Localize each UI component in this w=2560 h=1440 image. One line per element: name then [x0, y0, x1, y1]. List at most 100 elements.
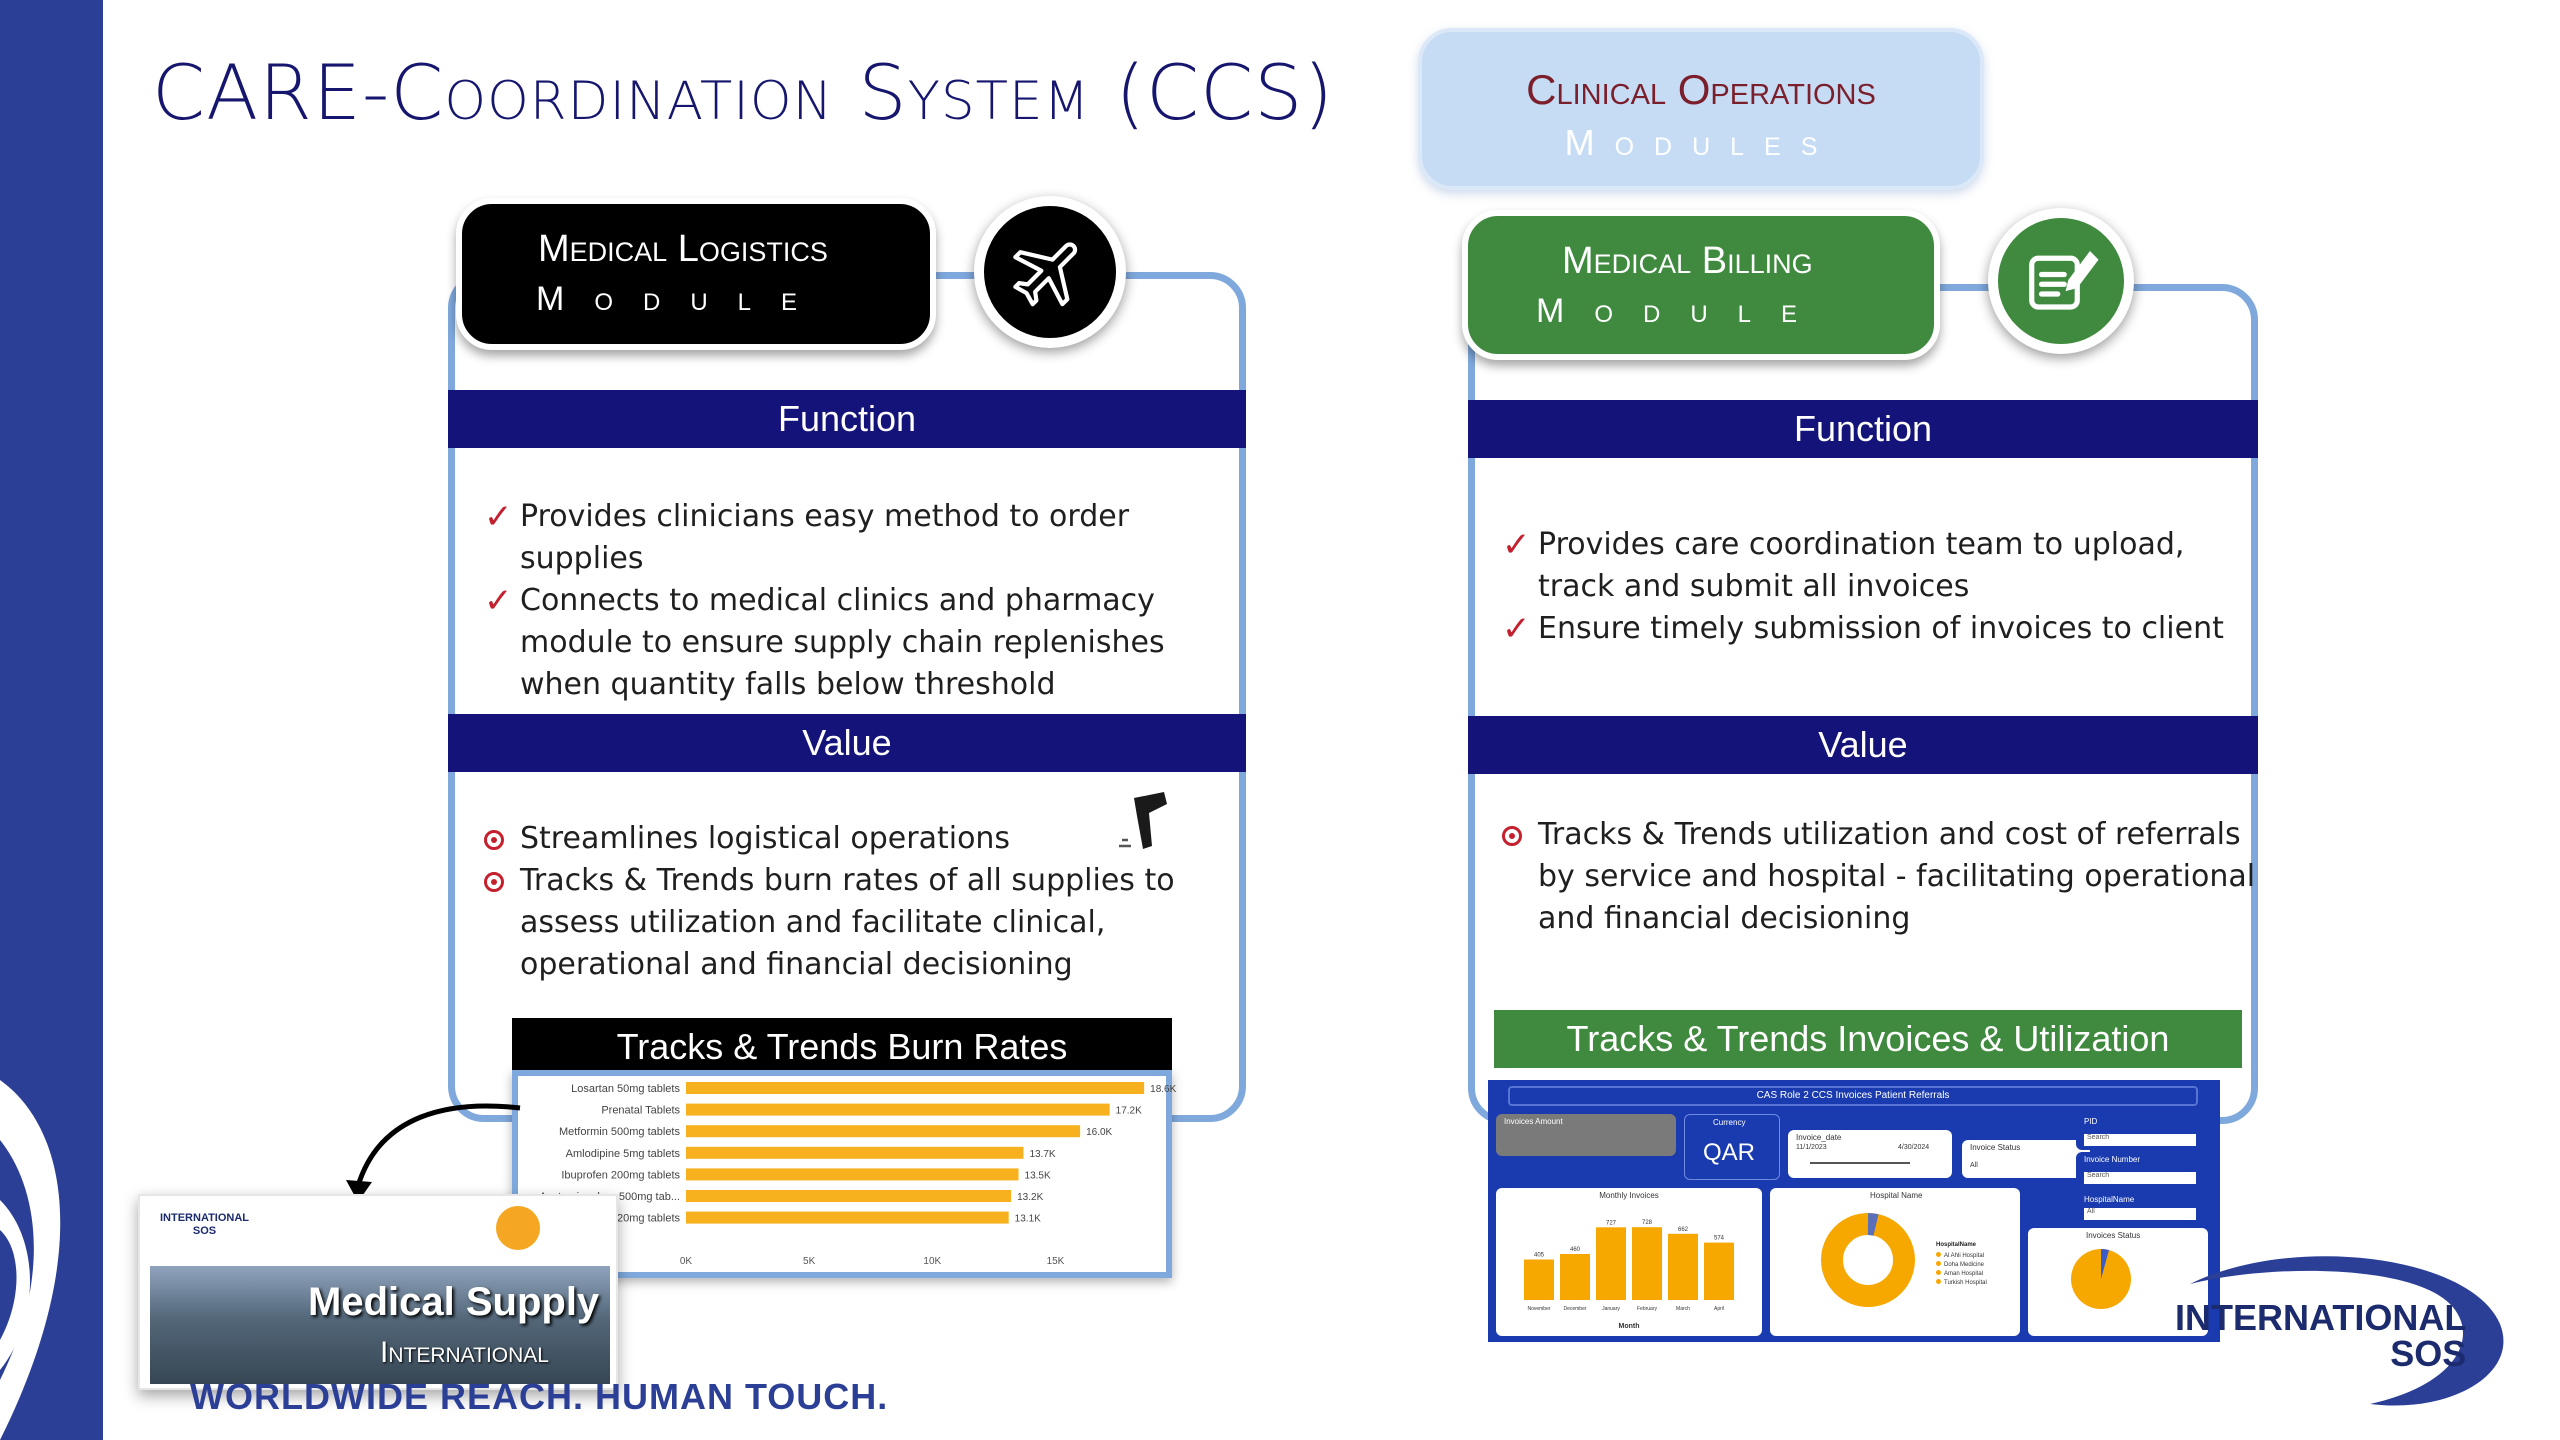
logistics-module-name: Medical Logistics — [538, 228, 828, 270]
monthly-invoices-bar — [1596, 1227, 1626, 1300]
monthly-invoices-category-label: April — [1714, 1306, 1724, 1312]
date-slicer: Invoice_date 11/1/2023 4/30/2024 — [1788, 1130, 1952, 1178]
monthly-invoices-chart: Monthly Invoices405November460December72… — [1524, 1191, 1734, 1330]
logistics-icon-circle — [974, 196, 1126, 348]
legend-item: Turkish Hospital — [1936, 1279, 1987, 1288]
burn-rates-category-label: Metformin 500mg tablets — [559, 1126, 681, 1138]
legend-swatch — [1936, 1279, 1941, 1284]
billing-function-item-2: Ensure timely submission of invoices to … — [1538, 611, 2224, 646]
logistics-function-item-1: Provides clinicians easy method to order… — [520, 499, 1130, 576]
burn-rates-category-label: Ibuprofen 200mg tablets — [561, 1169, 680, 1181]
legend-label: Al Ahli Hospital — [1944, 1253, 1985, 1259]
monthly-invoices-bar — [1560, 1254, 1590, 1300]
orange-dot-icon — [496, 1206, 540, 1250]
monthly-invoices-bar — [1524, 1259, 1554, 1300]
connector-arrow-icon — [346, 1103, 521, 1202]
burn-rates-bar — [686, 1168, 1019, 1181]
invoices-chart-heading: Tracks & Trends Invoices & Utilization — [1494, 1010, 2242, 1068]
invoice-status-card: Invoices Status — [2028, 1228, 2208, 1336]
monthly-invoices-value-label: 574 — [1714, 1236, 1725, 1242]
legend-swatch — [1936, 1261, 1941, 1266]
list-item: ✓ Provides clinicians easy method to ord… — [484, 496, 1234, 580]
billing-module-label: Module — [1536, 292, 1828, 330]
burn-rates-bar — [686, 1103, 1110, 1116]
hospital-name-card: Hospital Name HospitalName Al Ahli Hospi… — [1770, 1188, 2020, 1336]
billing-function-item-1: Provides care coordination team to uploa… — [1538, 527, 2185, 604]
burn-rates-bar — [686, 1082, 1145, 1094]
monthly-invoices-bar — [1632, 1227, 1662, 1300]
target-bullet-icon — [1502, 826, 1522, 846]
burn-rates-chart-heading: Tracks & Trends Burn Rates — [512, 1018, 1172, 1076]
monthly-invoices-value-label: 728 — [1642, 1220, 1653, 1226]
burn-rates-bar — [686, 1125, 1081, 1138]
logistics-function-header: Function — [448, 390, 1246, 448]
clinical-operations-sublabel: Modules — [1564, 122, 1838, 163]
medical-supply-card: INTERNATIONAL SOS Medical Supply Interna… — [138, 1194, 618, 1390]
monthly-invoices-value-label: 727 — [1606, 1220, 1617, 1226]
currency-value: QAR — [1703, 1139, 1756, 1166]
supply-photo — [150, 1266, 610, 1384]
monthly-invoices-category-label: February — [1637, 1306, 1658, 1312]
pid-slicer[interactable]: PID Search — [2076, 1114, 2208, 1150]
international-sos-logo-text: INTERNATIONAL SOS — [2175, 1297, 2467, 1374]
supply-card-subtitle: International — [380, 1336, 549, 1369]
monthly-invoices-category-label: November — [1527, 1306, 1550, 1312]
burn-rates-bar — [686, 1211, 1009, 1224]
legend-item: Al Ahli Hospital — [1936, 1252, 1987, 1261]
legend-item: Doha Medicine — [1936, 1261, 1987, 1270]
billing-function-list: ✓ Provides care coordination team to upl… — [1502, 524, 2242, 650]
check-icon: ✓ — [484, 497, 513, 537]
billing-icon-circle — [1988, 208, 2134, 354]
invoice-number-slicer[interactable]: Invoice Number Search — [2076, 1152, 2208, 1188]
invoice-status-pie-chart — [2071, 1248, 2131, 1309]
burn-rates-tick-label: 15K — [1047, 1256, 1065, 1267]
check-icon: ✓ — [1502, 609, 1531, 649]
monthly-invoices-category-label: December — [1563, 1306, 1586, 1312]
burn-rates-value-label: 18.6K — [1150, 1084, 1176, 1095]
logistics-value-list: Streamlines logistical operations Tracks… — [484, 818, 1244, 986]
check-icon: ✓ — [1502, 525, 1531, 565]
list-item: Tracks & Trends burn rates of all suppli… — [484, 860, 1244, 986]
list-item: Streamlines logistical operations — [484, 818, 1244, 860]
logistics-function-item-2: Connects to medical clinics and pharmacy… — [520, 583, 1165, 702]
monthly-invoices-xlabel: Month — [1619, 1323, 1640, 1330]
legend-item: Aman Hospital — [1936, 1270, 1987, 1279]
target-bullet-icon — [484, 872, 504, 892]
edit-document-icon — [2029, 251, 2099, 310]
logistics-module-label: Module — [536, 280, 828, 318]
legend-label: Aman Hospital — [1944, 1271, 1984, 1277]
logistics-value-header: Value — [448, 714, 1246, 772]
burn-rates-value-label: 13.1K — [1015, 1214, 1041, 1225]
monthly-invoices-value-label: 662 — [1678, 1227, 1689, 1233]
list-item: ✓ Provides care coordination team to upl… — [1502, 524, 2242, 608]
burn-rates-value-label: 13.2K — [1017, 1192, 1043, 1203]
list-item: Tracks & Trends utilization and cost of … — [1502, 814, 2262, 940]
burn-rates-value-label: 17.2K — [1116, 1106, 1142, 1117]
billing-module-name: Medical Billing — [1562, 240, 1813, 282]
hospital-donut-chart — [1821, 1213, 1915, 1307]
clinical-operations-box: Clinical Operations Modules — [1418, 28, 1984, 190]
check-icon: ✓ — [484, 581, 513, 621]
logistics-function-list: ✓ Provides clinicians easy method to ord… — [484, 496, 1234, 706]
invoices-amount-card: Invoices Amount — [1496, 1114, 1676, 1156]
burn-rates-category-label: Losartan 50mg tablets — [571, 1083, 680, 1095]
hospital-name-slicer[interactable]: HospitalName All — [2076, 1192, 2208, 1222]
burn-rates-tick-label: 10K — [923, 1256, 941, 1267]
barcode-scanner-icon — [1119, 792, 1167, 849]
burn-rates-value-label: 13.7K — [1029, 1149, 1055, 1160]
date-slider[interactable] — [1810, 1162, 1910, 1164]
invoice-status-slicer[interactable]: Invoice Status All — [1962, 1140, 2090, 1178]
billing-module-pill: Medical Billing Module — [1462, 210, 1940, 360]
billing-value-list: Tracks & Trends utilization and cost of … — [1502, 814, 2262, 940]
burn-rates-bar — [686, 1146, 1024, 1159]
billing-function-header: Function — [1468, 400, 2258, 458]
monthly-invoices-bar — [1704, 1242, 1734, 1300]
monthly-invoices-bar — [1668, 1233, 1698, 1300]
supply-card-title: Medical Supply — [308, 1280, 600, 1324]
legend-label: Doha Medicine — [1944, 1262, 1985, 1268]
logistics-module-pill: Medical Logistics Module — [456, 198, 936, 350]
list-item: ✓ Ensure timely submission of invoices t… — [1502, 608, 2242, 650]
clinical-operations-label: Clinical Operations — [1526, 66, 1876, 113]
